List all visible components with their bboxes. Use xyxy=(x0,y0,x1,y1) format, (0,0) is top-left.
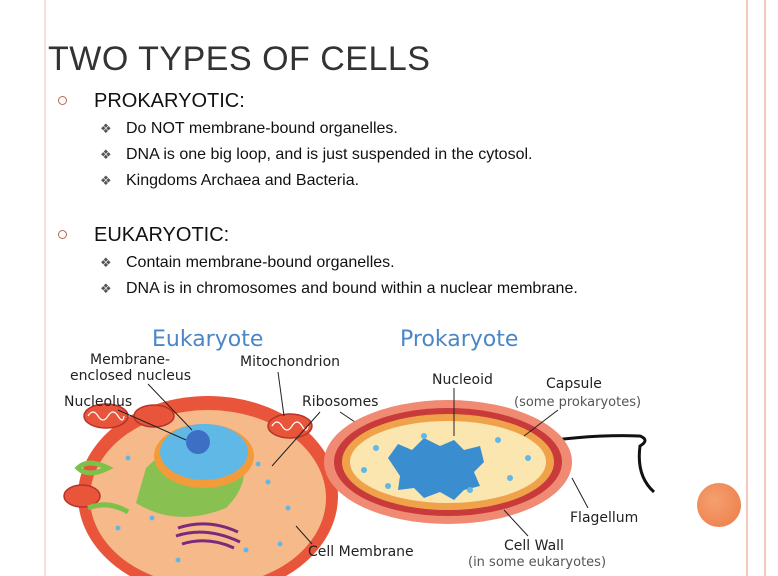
left-border-decoration xyxy=(0,0,46,576)
heading-text: EUKARYOTIC: xyxy=(94,224,230,246)
label-nucleolus: Nucleolus xyxy=(64,394,132,410)
label-cell-wall-note: (in some eukaryotes) xyxy=(468,555,606,570)
bullet-wing-icon: ❖ xyxy=(100,255,112,270)
label-nucleoid: Nucleoid xyxy=(432,372,493,388)
list-item: ❖ Kingdoms Archaea and Bacteria. xyxy=(58,168,532,194)
prokaryote-leader-lines xyxy=(453,388,589,537)
label-cell-membrane: Cell Membrane xyxy=(308,544,414,560)
prokaryote-title: Prokaryote xyxy=(400,327,518,352)
prokaryotic-bullets: ❖ Do NOT membrane-bound organelles. ❖ DN… xyxy=(58,116,532,194)
list-item: ❖ Do NOT membrane-bound organelles. xyxy=(58,116,532,142)
label-capsule-note: (some prokaryotes) xyxy=(514,395,641,410)
list-item: ❖ Contain membrane-bound organelles. xyxy=(58,250,578,276)
section-heading: PROKARYOTIC: xyxy=(58,88,245,114)
bullet-text: Contain membrane-bound organelles. xyxy=(126,254,395,271)
bullet-text: Kingdoms Archaea and Bacteria. xyxy=(126,172,360,189)
bullet-text: DNA is in chromosomes and bound within a… xyxy=(126,280,578,297)
slide-title: TWO TYPES OF CELLS xyxy=(48,40,431,78)
label-mitochondrion: Mitochondrion xyxy=(240,354,340,370)
label-membrane-enclosed-nucleus-line1: Membrane- xyxy=(90,352,170,368)
prokaryote-cell xyxy=(324,400,656,524)
eukaryotic-bullets: ❖ Contain membrane-bound organelles. ❖ D… xyxy=(58,250,578,302)
label-cell-wall: Cell Wall xyxy=(504,538,564,554)
decorative-circle xyxy=(697,483,741,527)
section-prokaryotic: PROKARYOTIC: xyxy=(58,88,245,114)
label-capsule: Capsule xyxy=(546,376,602,392)
bullet-wing-icon: ❖ xyxy=(100,173,112,188)
bullet-circle-icon xyxy=(58,230,67,239)
list-item: ❖ DNA is in chromosomes and bound within… xyxy=(58,276,578,302)
label-ribosomes: Ribosomes xyxy=(302,394,378,410)
bullet-wing-icon: ❖ xyxy=(100,147,112,162)
section-heading: EUKARYOTIC: xyxy=(58,222,229,248)
eukaryote-title: Eukaryote xyxy=(152,327,263,352)
right-border-decoration xyxy=(746,0,766,576)
eukaryote-cell xyxy=(63,396,338,576)
bullet-wing-icon: ❖ xyxy=(100,281,112,296)
bullet-circle-icon xyxy=(58,96,67,105)
label-flagellum: Flagellum xyxy=(570,510,638,526)
bullet-text: Do NOT membrane-bound organelles. xyxy=(126,120,398,137)
label-membrane-enclosed-nucleus-line2: enclosed nucleus xyxy=(70,368,191,384)
list-item: ❖ DNA is one big loop, and is just suspe… xyxy=(58,142,532,168)
cell-comparison-diagram: Eukaryote Prokaryote xyxy=(63,327,656,576)
section-eukaryotic: EUKARYOTIC: xyxy=(58,222,229,248)
heading-text: PROKARYOTIC: xyxy=(94,90,245,112)
bullet-wing-icon: ❖ xyxy=(100,121,112,136)
bullet-text: DNA is one big loop, and is just suspend… xyxy=(126,146,533,163)
